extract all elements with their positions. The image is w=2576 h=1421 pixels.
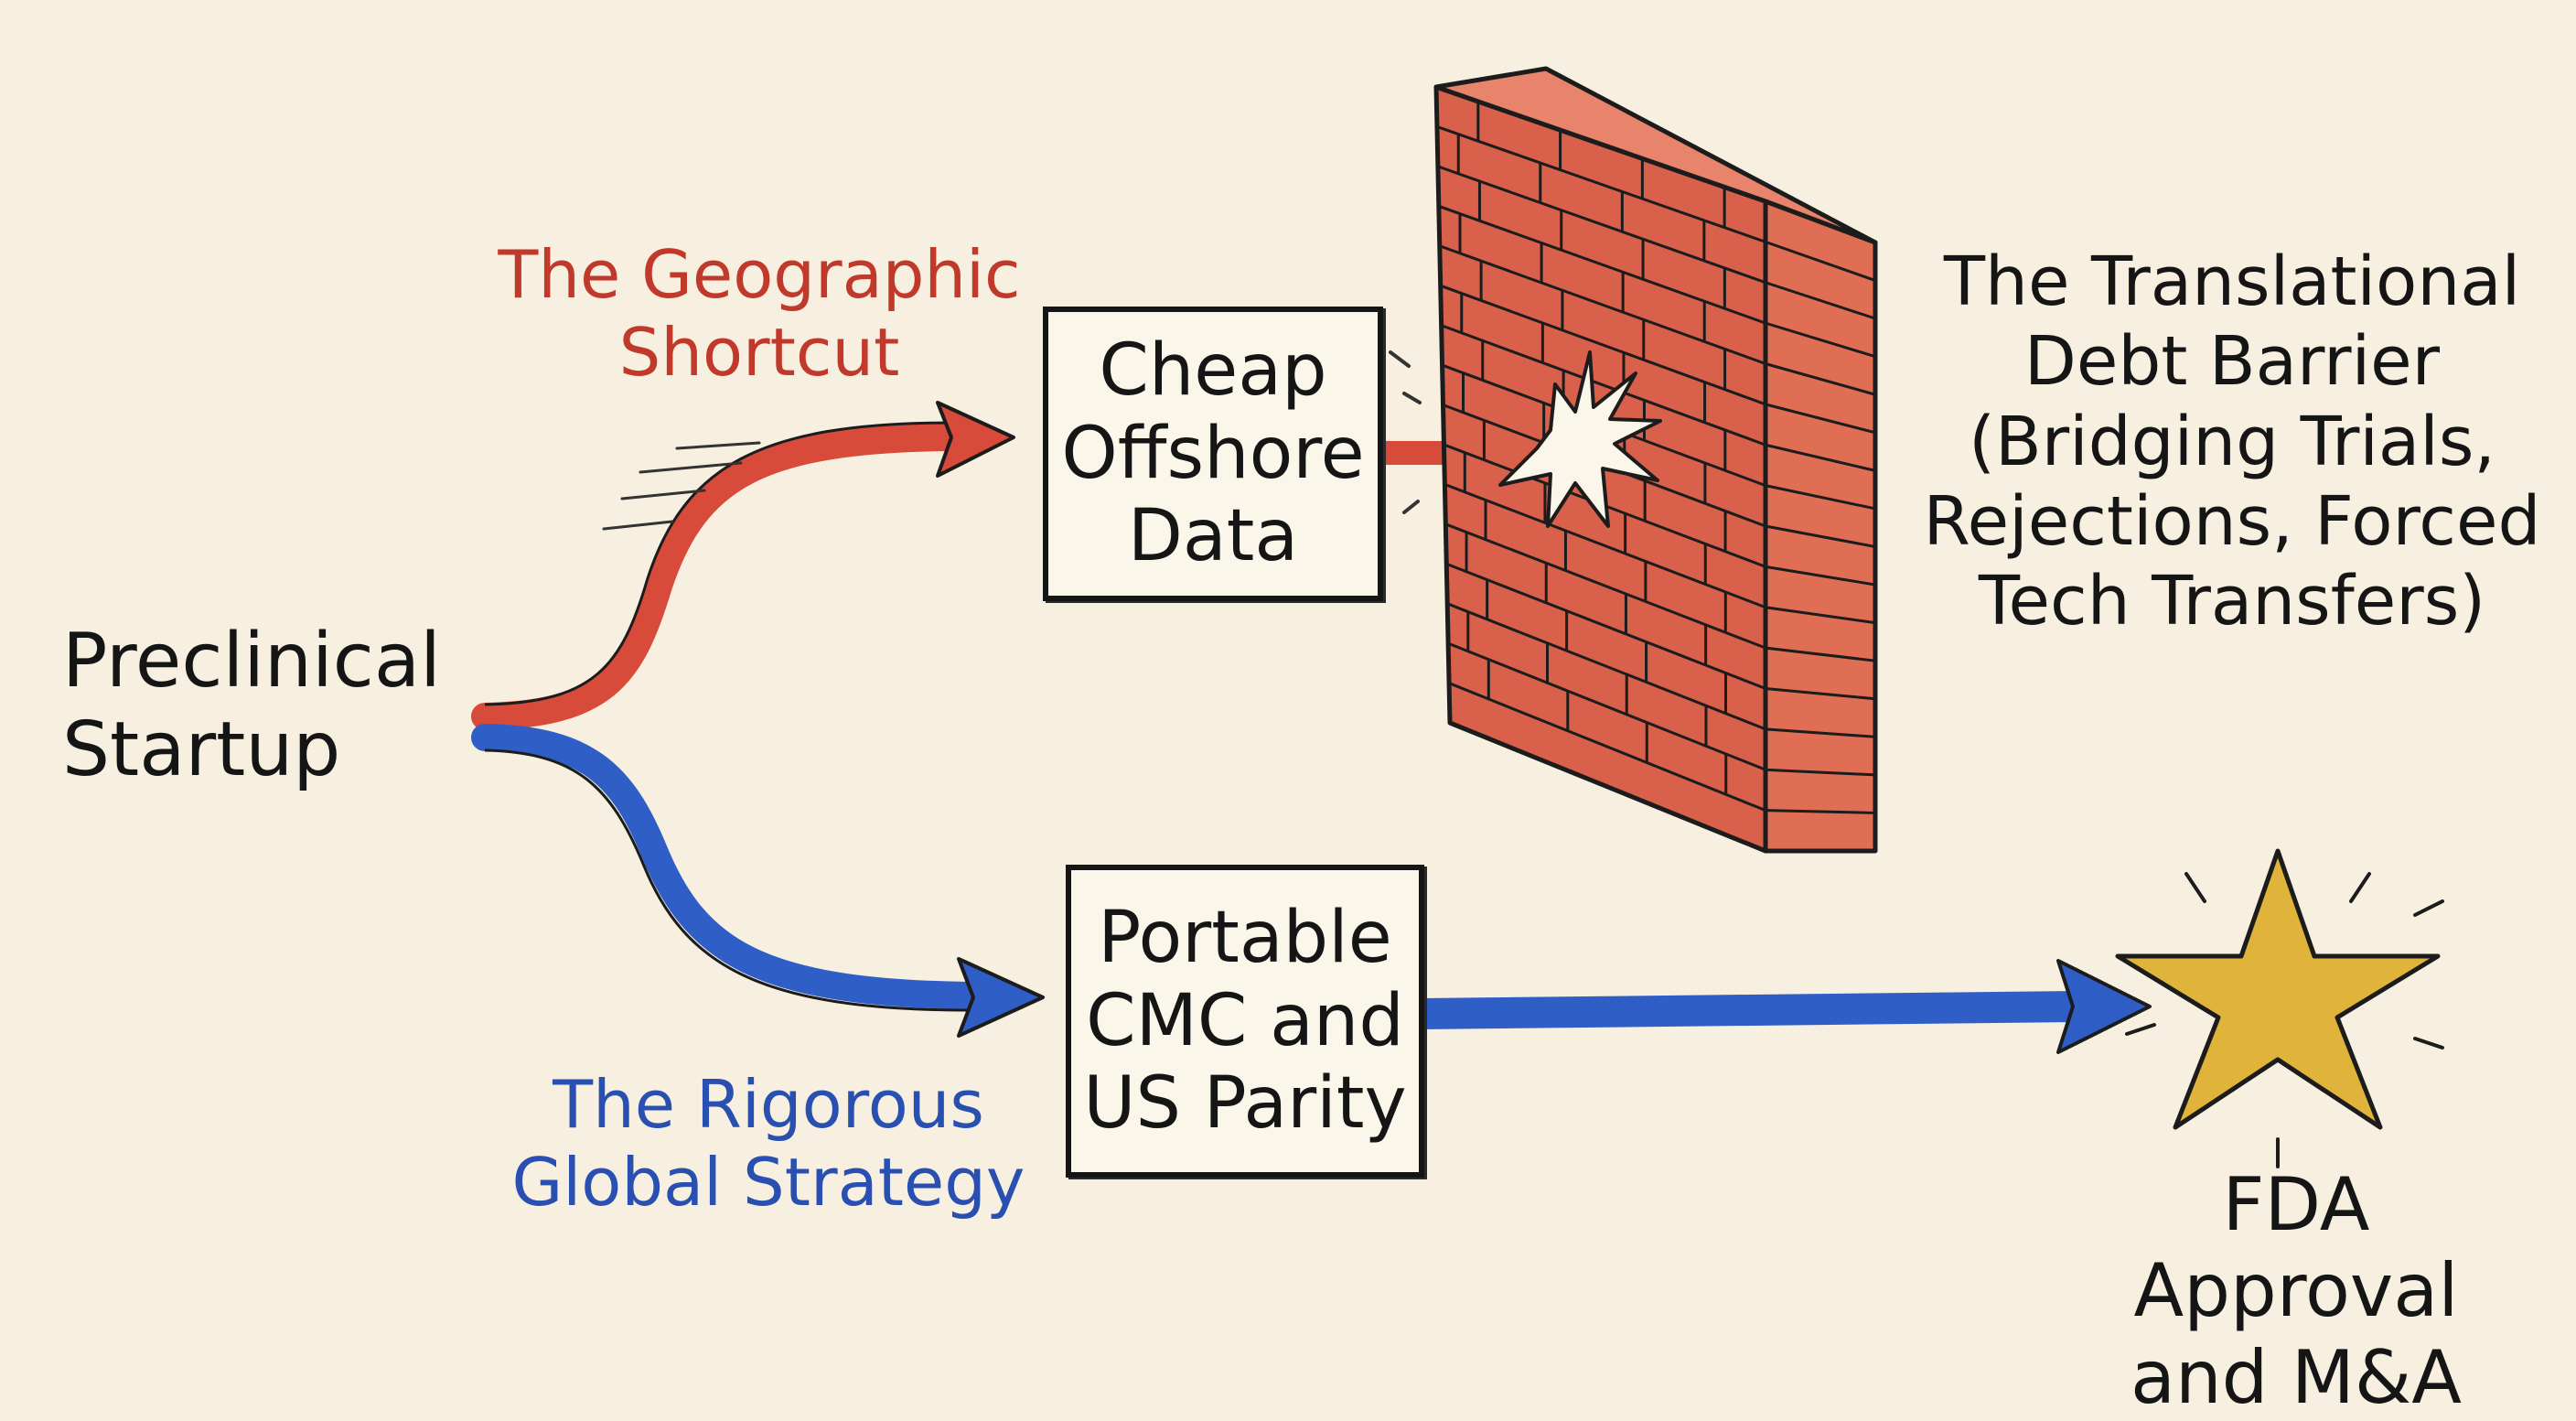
red-path-label: The Geographic Shortcut — [498, 236, 1021, 391]
cmc-parity-box: Portable CMC and US Parity — [1066, 865, 1424, 1178]
blue-path-label: The Rigorous Global Strategy — [511, 1066, 1025, 1221]
star-sparkles — [2125, 872, 2444, 1168]
red-path-arrow — [471, 424, 965, 730]
speed-lines — [602, 441, 761, 531]
star-icon — [2115, 848, 2441, 1130]
blue-path-arrow — [471, 724, 983, 1009]
blue-path-outline — [484, 748, 971, 1012]
barrier-label: The Translational Debt Barrier (Bridging… — [1923, 242, 2541, 641]
impact-burst-icon — [1498, 350, 1662, 528]
offshore-data-box: Cheap Offshore Data — [1043, 307, 1383, 601]
goal-arrowhead — [2056, 959, 2152, 1054]
cmc-parity-text: Portable CMC and US Parity — [1083, 897, 1407, 1146]
goal-label: FDA Approval and M&A — [2130, 1162, 2463, 1420]
blue-arrowhead — [957, 957, 1045, 1038]
goal-arrow-shaft — [1404, 991, 2092, 1029]
brick-wall-icon — [1433, 66, 1878, 854]
offshore-data-text: Cheap Offshore Data — [1061, 329, 1365, 578]
start-node-label: Preclinical Startup — [62, 618, 441, 793]
red-path-outline — [484, 421, 952, 706]
red-arrowhead — [936, 401, 1015, 478]
impact-marks — [1389, 350, 1422, 514]
